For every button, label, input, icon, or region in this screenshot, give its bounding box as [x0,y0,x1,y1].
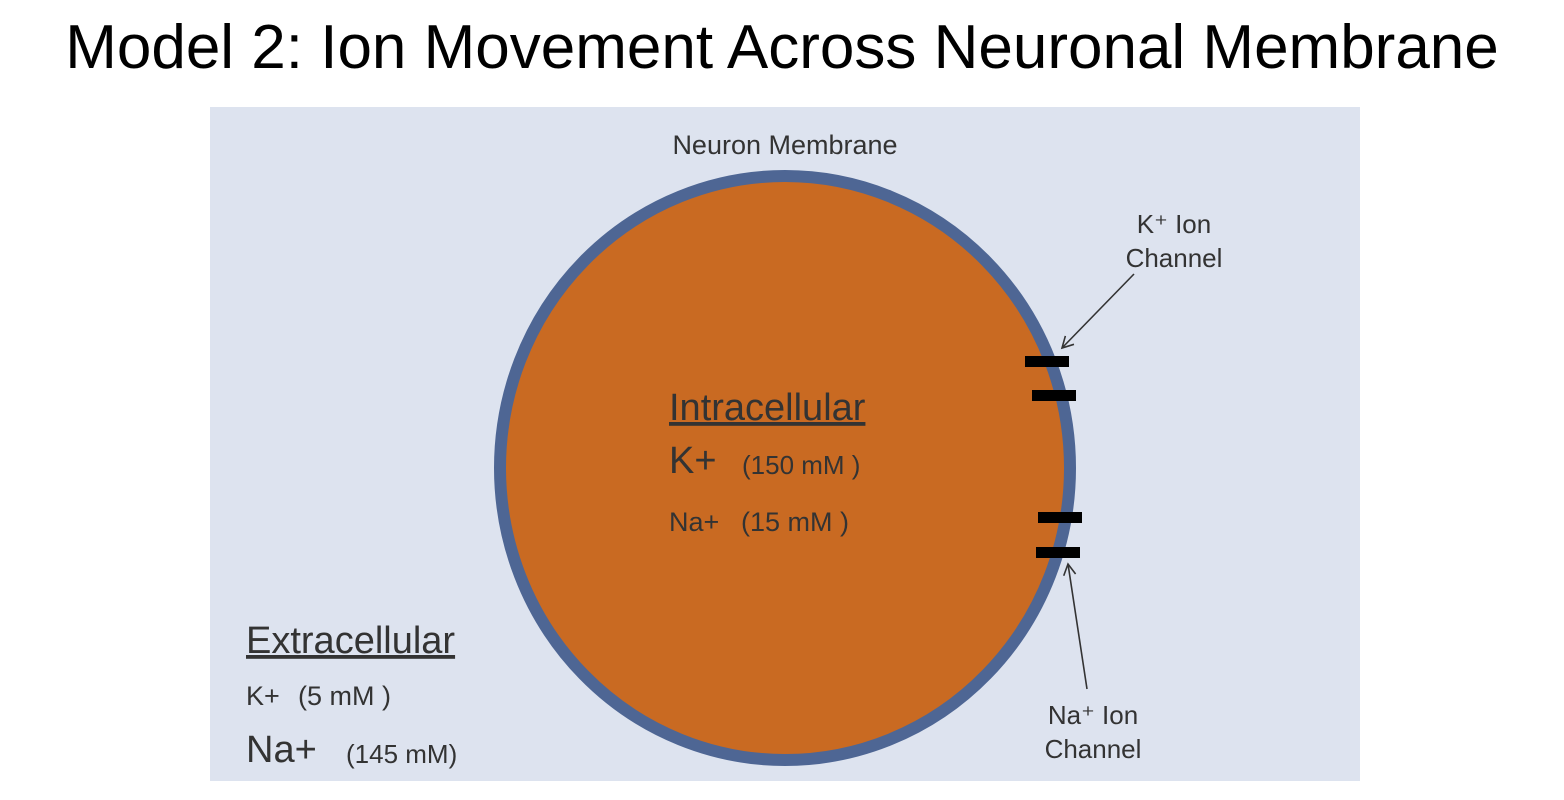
membrane-label: Neuron Membrane [672,130,897,160]
intracellular-na-value: (15 mM ) [741,507,849,537]
na-channel-bar-bottom [1036,547,1080,558]
extracellular-k-label: K+ [246,681,280,711]
intracellular-na-label: Na+ [669,507,719,537]
na-channel-arrow [1062,562,1088,690]
extracellular-na-label: Na+ [246,729,317,771]
k-channel-bar-bottom [1032,390,1076,401]
intracellular-heading: Intracellular [669,387,866,429]
page-title: Model 2: Ion Movement Across Neuronal Me… [65,13,1499,82]
extracellular-na-value: (145 mM) [346,739,457,769]
diagram-canvas: Neuron Membrane K⁺ Ion Channel Na⁺ Ion C… [246,130,1223,771]
diagram-panel: Neuron Membrane K⁺ Ion Channel Na⁺ Ion C… [210,107,1360,781]
k-channel-bar-top [1025,356,1069,367]
na-channel-label-line1: Na⁺ Ion [1048,700,1138,730]
k-channel-label-line2: Channel [1126,243,1223,273]
intracellular-k-value: (150 mM ) [742,450,860,480]
na-channel-bar-top [1038,512,1082,523]
extracellular-heading: Extracellular [246,620,455,662]
k-channel-label-line1: K⁺ Ion [1137,209,1211,239]
intracellular-k-label: K+ [669,440,717,482]
neuron-cell [494,170,1076,766]
extracellular-k-value: (5 mM ) [298,681,391,711]
na-channel-label-line2: Channel [1045,734,1142,764]
k-channel-arrow [1060,273,1135,350]
